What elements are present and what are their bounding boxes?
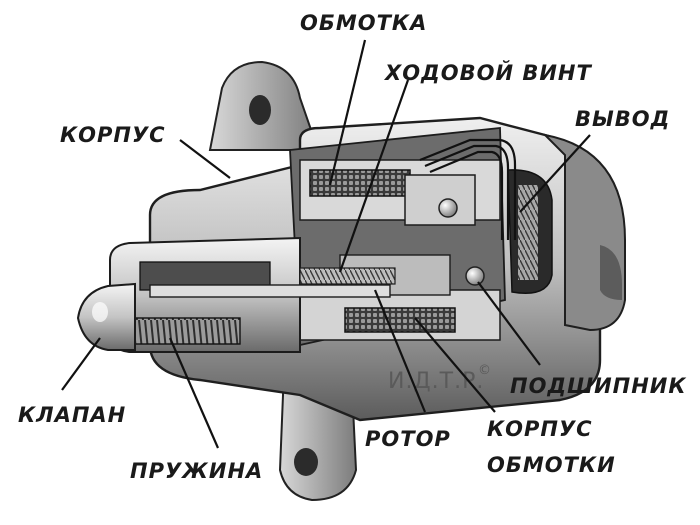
watermark-symbol: © [478, 363, 492, 378]
leader-obmotka [328, 39, 367, 186]
label-khodovoy-vint: ХОДОВОЙ ВИНТ [383, 60, 592, 85]
watermark: И.Д.Т.Р. [388, 369, 484, 394]
leader-podshipnik [477, 281, 541, 366]
label-klapan: КЛАПАН [18, 403, 126, 427]
lead-screw [149, 267, 396, 298]
leader-khodovoy-vint [338, 79, 410, 273]
label-vyvod: ВЫВОД [575, 107, 670, 131]
terminal-wires [419, 138, 517, 240]
leader-vyvod [519, 134, 591, 213]
label-obmotka: ОБМОТКА [300, 11, 427, 35]
upper-winding-coil [309, 169, 411, 197]
leader-korpus-obmotki [414, 317, 496, 413]
upper-mounting-hole [249, 95, 271, 125]
leader-klapan [61, 337, 101, 391]
label-korpus-obmotki-line2: ОБМОТКИ [487, 453, 616, 477]
lower-winding-coil [344, 307, 456, 333]
rotor-block [404, 174, 476, 226]
valve-cone [76, 282, 136, 351]
label-rotor: РОТОР [365, 427, 451, 451]
leader-rotor [373, 289, 427, 413]
leader-lines [61, 39, 591, 449]
upper-bearing-ball [438, 198, 458, 218]
spring [129, 317, 241, 345]
label-korpus: КОРПУС [60, 123, 166, 147]
label-pruzhina: ПРУЖИНА [130, 459, 263, 483]
label-korpus-obmotki-line1: КОРПУС [487, 417, 593, 441]
label-podshipnik: ПОДШИПНИК [510, 374, 687, 398]
lower-mounting-hole [294, 448, 318, 476]
upper-mounting-flange [208, 60, 320, 151]
leader-korpus [179, 139, 231, 179]
leader-pruzhina [168, 337, 220, 449]
lower-bearing-ball [465, 266, 485, 286]
